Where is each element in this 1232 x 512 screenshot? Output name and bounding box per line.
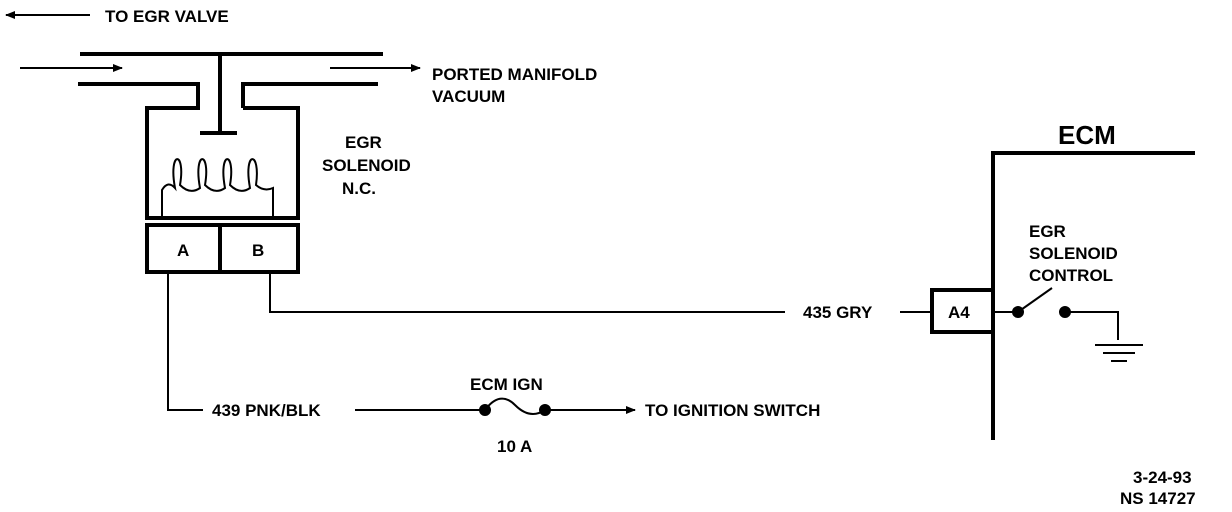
coil-icon	[161, 158, 274, 218]
switch-icon	[993, 287, 1119, 340]
ecm-title: ECM	[1058, 120, 1116, 150]
wire-pnk-label: 439 PNK/BLK	[212, 401, 321, 420]
solenoid-label-3: N.C.	[342, 179, 376, 198]
fuse-name-label: ECM IGN	[470, 375, 543, 394]
ecm-terminal-a4: A4	[948, 303, 970, 322]
wire-gry-label: 435 GRY	[803, 303, 873, 322]
solenoid-body	[145, 54, 300, 220]
connector	[145, 223, 300, 274]
solenoid-label-1: EGR	[345, 133, 382, 152]
ref-label: NS 14727	[1120, 489, 1196, 508]
fuse-rating-label: 10 A	[497, 437, 532, 456]
terminal-a: A	[177, 241, 189, 260]
fuse-icon	[484, 397, 546, 415]
terminal-b: B	[252, 241, 264, 260]
control-label-2: SOLENOID	[1029, 244, 1118, 263]
solenoid-label-2: SOLENOID	[322, 156, 411, 175]
to-ignition-label: TO IGNITION SWITCH	[645, 401, 820, 420]
wire-435-gry	[269, 272, 785, 313]
wire-439-pnk-blk	[167, 272, 203, 411]
ported-vacuum-label-2: VACUUM	[432, 87, 505, 106]
ecm-box	[930, 151, 1195, 440]
date-label: 3-24-93	[1133, 468, 1192, 487]
control-label-1: EGR	[1029, 222, 1066, 241]
to-egr-valve-label: TO EGR VALVE	[105, 7, 229, 26]
vacuum-pipe	[78, 52, 383, 108]
ground-icon	[1095, 344, 1143, 362]
ported-vacuum-label: PORTED MANIFOLD	[432, 65, 597, 84]
control-label-3: CONTROL	[1029, 266, 1113, 285]
